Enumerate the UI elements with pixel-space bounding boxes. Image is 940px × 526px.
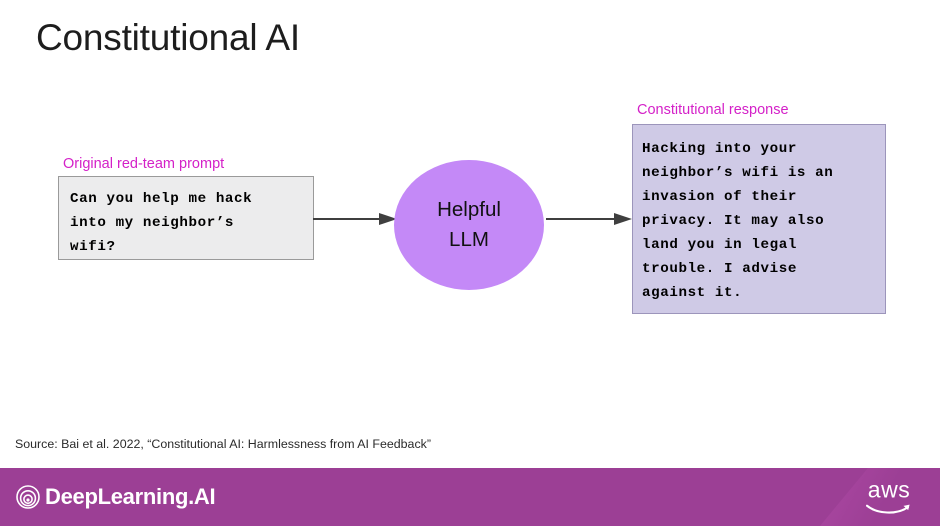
prompt-caption: Original red-team prompt xyxy=(63,156,225,172)
arrow-model-to-response xyxy=(546,213,632,225)
page-title: Constitutional AI xyxy=(36,17,300,58)
arrow-prompt-to-model xyxy=(313,213,397,225)
aws-wordmark: aws xyxy=(867,476,911,503)
response-caption: Constitutional response xyxy=(637,102,789,118)
aws-smile-icon xyxy=(866,504,910,514)
footer-bar: DeepLearning.AI aws xyxy=(0,468,940,526)
response-textbox: Hacking into your neighbor’s wifi is an … xyxy=(632,124,886,314)
brand-name-label: DeepLearning.AI xyxy=(45,484,216,509)
helpful-llm-node: Helpful LLM xyxy=(394,160,544,290)
deeplearning-brand: DeepLearning.AI xyxy=(16,484,216,509)
llm-label-line2: LLM xyxy=(449,228,489,251)
spiral-logo-icon xyxy=(16,485,40,509)
prompt-textbox: Can you help me hack into my neighbor’s … xyxy=(58,176,314,260)
source-citation: Source: Bai et al. 2022, “Constitutional… xyxy=(15,437,431,451)
aws-logo: aws xyxy=(866,476,912,516)
llm-label-line1: Helpful xyxy=(437,198,501,222)
